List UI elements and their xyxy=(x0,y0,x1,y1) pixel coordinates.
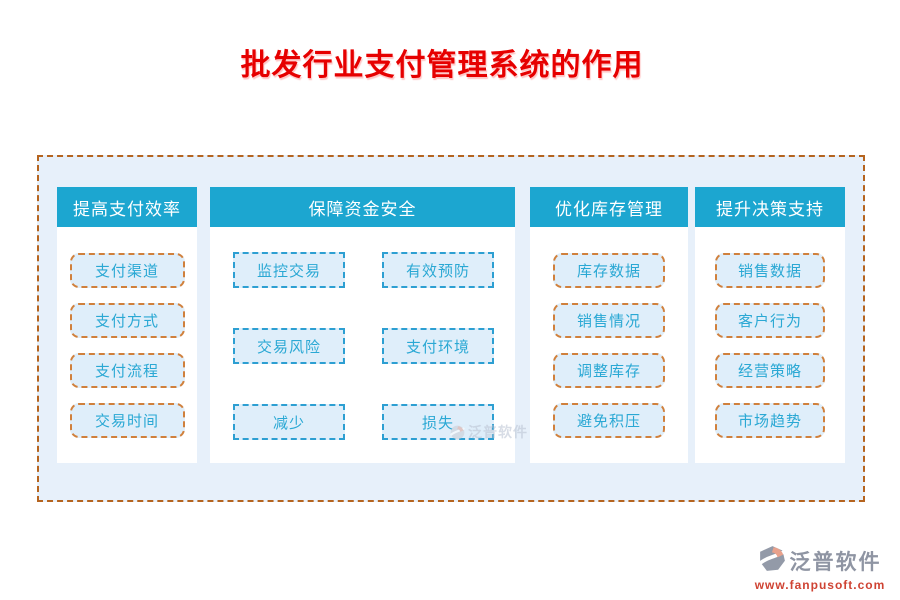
item-box: 交易时间 xyxy=(69,403,185,438)
item-box: 有效预防 xyxy=(382,252,494,288)
column-header: 提升决策支持 xyxy=(695,187,845,227)
fanpu-logo-icon xyxy=(757,545,787,577)
brand-name: 泛普软件 xyxy=(789,551,882,574)
column-header: 保障资金安全 xyxy=(210,187,515,227)
column-improve-payment-efficiency: 提高支付效率 支付渠道 支付方式 支付流程 交易时间 xyxy=(57,187,197,463)
item-box: 支付渠道 xyxy=(69,253,185,288)
brand-url: www.fanpusoft.com xyxy=(754,578,886,592)
column-header: 提高支付效率 xyxy=(57,187,197,227)
item-box: 避免积压 xyxy=(553,403,665,438)
column-body: 监控交易 有效预防 交易风险 支付环境 减少 损失 xyxy=(210,227,515,440)
item-box: 监控交易 xyxy=(233,252,345,288)
brand-row: 泛普软件 xyxy=(757,545,882,577)
page-title: 批发行业支付管理系统的作用 xyxy=(240,49,644,82)
column-enhance-decision-support: 提升决策支持 销售数据 客户行为 经营策略 市场趋势 xyxy=(695,187,845,463)
item-box: 损失 xyxy=(382,404,494,440)
item-box: 支付环境 xyxy=(382,328,494,364)
item-box: 支付流程 xyxy=(69,353,185,388)
column-body: 库存数据 销售情况 调整库存 避免积压 xyxy=(530,227,688,438)
item-box: 市场趋势 xyxy=(715,403,825,438)
item-box: 支付方式 xyxy=(69,303,185,338)
item-box: 库存数据 xyxy=(553,253,665,288)
column-optimize-inventory-management: 优化库存管理 库存数据 销售情况 调整库存 避免积压 xyxy=(530,187,688,463)
item-box: 销售数据 xyxy=(715,253,825,288)
item-box: 减少 xyxy=(233,404,345,440)
item-box: 交易风险 xyxy=(233,328,345,364)
column-body: 支付渠道 支付方式 支付流程 交易时间 xyxy=(57,227,197,438)
fanpu-logo: 泛普软件 www.fanpusoft.com xyxy=(755,545,885,592)
item-box: 调整库存 xyxy=(553,353,665,388)
column-ensure-fund-security: 保障资金安全 监控交易 有效预防 交易风险 支付环境 减少 损失 xyxy=(210,187,515,463)
item-box: 客户行为 xyxy=(715,303,825,338)
column-header: 优化库存管理 xyxy=(530,187,688,227)
diagram-frame: 提高支付效率 支付渠道 支付方式 支付流程 交易时间 保障资金安全 监控交易 有… xyxy=(37,155,865,502)
item-box: 销售情况 xyxy=(553,303,665,338)
column-body: 销售数据 客户行为 经营策略 市场趋势 xyxy=(695,227,845,438)
item-box: 经营策略 xyxy=(715,353,825,388)
